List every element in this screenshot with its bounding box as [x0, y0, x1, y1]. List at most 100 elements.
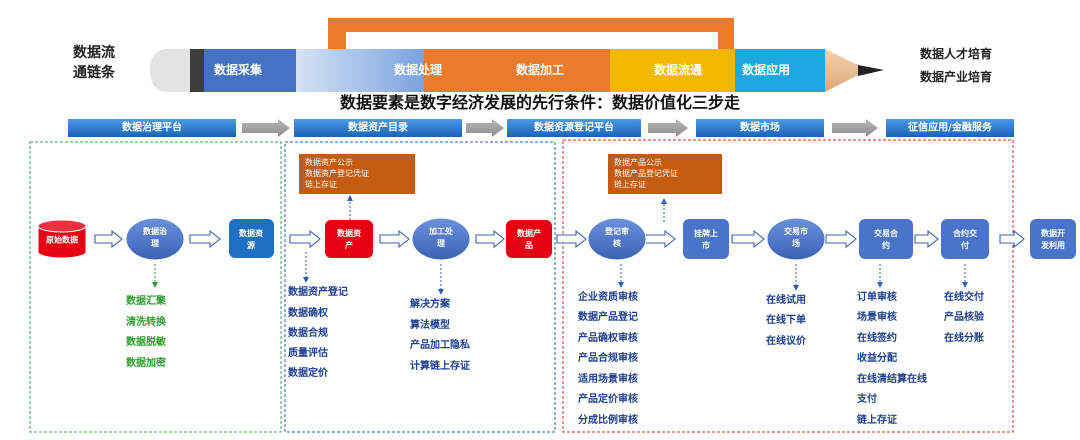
- flow-arrow-11: [999, 229, 1025, 249]
- list-delivery-item: 产品核验: [944, 310, 985, 323]
- headline: 数据要素是数字经济发展的先行条件：数据价值化三步走: [340, 93, 740, 112]
- list-govern-item: 清洗转换: [126, 315, 167, 328]
- pencil-segment-circulate: [610, 49, 735, 92]
- node-contract: 交易合 约: [859, 219, 913, 259]
- flow-arrow-2: [189, 229, 221, 249]
- node-listing-l2: 市: [702, 240, 710, 250]
- node-delivery: 合约交 付: [941, 219, 989, 259]
- node-register-l1: 登记审: [604, 226, 629, 236]
- node-raw-data: 原始数据: [37, 219, 87, 259]
- list-register: 企业资质审核 数据产品登记 产品确权审核 产品合规审核 适用场景审核 产品定价审…: [577, 290, 638, 426]
- platform-bar: 数据治理平台 数据资产目录 数据资源登记平台 数据市场 征信应用/金融服务: [68, 119, 1014, 137]
- left-title-line2: 通链条: [73, 64, 116, 81]
- node-register: 登记审 核: [587, 217, 647, 261]
- list-market: 在线试用 在线下单 在线议价: [766, 293, 807, 347]
- list-delivery-item: 在线分账: [944, 331, 984, 344]
- flow-arrow-9: [825, 229, 857, 249]
- list-govern-item: 数据加密: [126, 356, 166, 369]
- platform-arrow-4: [832, 119, 878, 137]
- callout-product-line2: 数据产品登记凭证: [614, 168, 678, 178]
- platform-arrow-1: [242, 119, 290, 137]
- platform-arrow-3: [648, 119, 688, 137]
- list-register-item: 产品定价审核: [578, 392, 638, 405]
- platform-market-label: 数据市场: [740, 121, 780, 134]
- list-asset-item: 数据确权: [288, 306, 329, 319]
- flow-arrow-7: [643, 229, 676, 249]
- node-product: 数据产 品: [506, 220, 552, 258]
- node-market-l2: 场: [792, 238, 800, 248]
- pencil-ferrule: [190, 49, 204, 92]
- list-govern: 数据汇聚 清洗转换 数据脱敏 数据加密: [126, 294, 167, 369]
- node-dev-use-l2: 发利用: [1040, 240, 1065, 250]
- node-contract-l1: 交易合: [874, 228, 899, 238]
- pencil-label-process: 数据处理: [394, 62, 442, 77]
- platform-asset-catalog-label: 数据资产目录: [348, 121, 408, 134]
- flow-arrow-6: [556, 229, 587, 249]
- list-market-item: 在线下单: [766, 313, 806, 326]
- pencil-frame: [328, 18, 734, 49]
- flow-arrow-3: [289, 229, 321, 249]
- callout-asset-line3: 链上存证: [305, 179, 337, 189]
- flow-arrows: [94, 229, 1025, 249]
- right-item-talent: 数据人才培育: [920, 46, 992, 61]
- list-process-item: 计算链上存证: [410, 359, 470, 372]
- pencil-segment-process: [296, 49, 424, 92]
- list-register-item: 企业资质审核: [577, 290, 638, 303]
- list-register-item: 数据产品登记: [578, 310, 638, 323]
- node-resource: 数据资 源: [229, 219, 274, 258]
- list-contract-item: 在线清结算在线: [857, 372, 927, 385]
- node-delivery-l1: 合约交: [952, 228, 977, 238]
- pencil-eraser: [150, 49, 190, 92]
- flow-arrow-1: [94, 229, 123, 249]
- platform-asset-catalog: [294, 119, 462, 137]
- pencil-segment-apply: [735, 49, 825, 92]
- list-contract: 订单审核 场景审核 在线签约 收益分配 在线清结算在线 支付 链上存证: [856, 290, 927, 426]
- list-process-item: 产品加工隐私: [410, 338, 470, 351]
- right-item-industry: 数据产业培育: [920, 69, 992, 84]
- node-asset: 数据资 产: [325, 220, 373, 258]
- callout-product-line1: 数据产品公示: [614, 157, 662, 167]
- node-asset-l2: 产: [345, 240, 353, 250]
- list-contract-item: 订单审核: [857, 290, 897, 303]
- node-govern: 数据治 理: [125, 217, 185, 261]
- list-market-item: 在线议价: [766, 334, 807, 347]
- list-asset-item: 数据合规: [288, 326, 328, 339]
- pencil-lead: [858, 65, 884, 76]
- node-market: 交易市 场: [766, 217, 826, 261]
- list-register-item: 产品确权审核: [578, 331, 638, 344]
- node-market-l1: 交易市: [784, 226, 808, 236]
- callout-product: 数据产品公示 数据产品登记凭证 链上存证: [608, 154, 722, 194]
- node-register-l2: 核: [613, 238, 621, 248]
- platform-credit-finance-label: 征信应用/金融服务: [908, 121, 993, 134]
- node-dev-use-l1: 数据开: [1041, 228, 1065, 238]
- list-register-item: 适用场景审核: [578, 372, 638, 385]
- list-govern-item: 数据脱敏: [126, 335, 166, 348]
- list-delivery-item: 在线交付: [944, 290, 984, 303]
- pencil-graphic: 数据采集 数据处理 数据加工 数据流通 数据应用: [150, 18, 884, 92]
- list-process-item: 算法模型: [409, 318, 450, 331]
- list-register-item: 分成比例审核: [578, 413, 638, 426]
- flow-arrow-5: [475, 229, 505, 249]
- platform-registration-label: 数据资源登记平台: [534, 121, 614, 134]
- pencil-tip: [825, 49, 868, 92]
- list-contract-item: 在线签约: [857, 331, 897, 344]
- list-market-item: 在线试用: [766, 293, 806, 306]
- pencil-label-circulate: 数据流通: [654, 62, 702, 77]
- flow-arrow-8: [731, 229, 765, 249]
- node-process-l1: 加工处: [428, 226, 454, 236]
- region-market: [562, 139, 1014, 433]
- callout-asset-line1: 数据资产公示: [305, 157, 353, 167]
- list-govern-item: 数据汇聚: [126, 294, 167, 307]
- list-asset-item: 数据资产登记: [288, 285, 348, 298]
- node-product-l2: 品: [525, 241, 533, 250]
- platform-credit-finance: [886, 119, 1014, 137]
- flow-arrow-10: [914, 229, 939, 249]
- callout-asset: 数据资产公示 数据资产登记凭证 链上存证: [299, 154, 415, 194]
- pencil-segment-manufacture: [424, 49, 610, 92]
- callout-asset-line2: 数据资产登记凭证: [305, 168, 369, 178]
- callout-product-line3: 链上存证: [614, 179, 646, 189]
- list-asset-item: 数据定价: [288, 366, 329, 379]
- flow-arrow-4: [379, 229, 410, 249]
- list-process-item: 解决方案: [410, 297, 451, 310]
